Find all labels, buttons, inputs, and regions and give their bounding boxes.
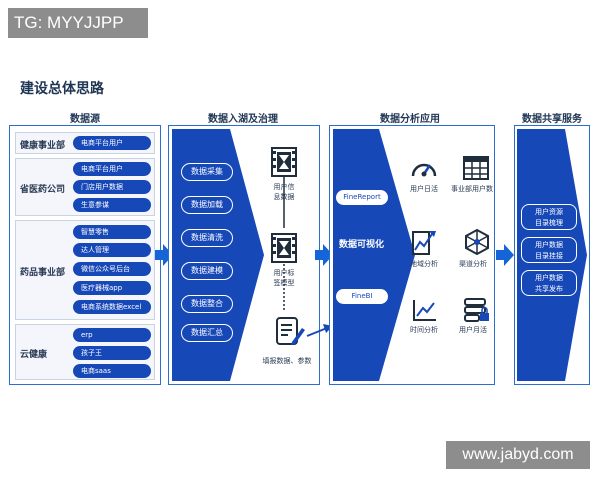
page-title: 建设总体思路 [20, 81, 104, 97]
source-group-label: 健康事业部 [20, 141, 66, 151]
watermark-top: TG: MYYJJPP [8, 8, 148, 38]
source-group-drug: 药品事业部 智慧零售 达人管理 微信公众号后台 医疗器械app 电商系统数据ex… [15, 220, 155, 320]
share-item: 用户数据 共享发布 [521, 270, 577, 296]
node-fill-data-label: 填报数据、参数 [262, 357, 312, 365]
source-group-label: 云健康 [20, 350, 48, 360]
section-title-ingest: 数据入湖及治理 [208, 114, 278, 125]
source-item: 电商系统数据excel [73, 300, 151, 314]
analysis-item-label: 用户月活 [459, 326, 487, 334]
source-item: 电商平台用户 [73, 136, 151, 150]
ingest-chevron [172, 129, 264, 381]
source-item: 智慧零售 [73, 225, 151, 239]
table-icon [463, 156, 489, 180]
analysis-item-label: 时间分析 [410, 326, 438, 334]
section-title-analysis: 数据分析应用 [380, 114, 440, 125]
flow-arrow-2 [315, 244, 333, 266]
watermark-bottom: www.jabyd.com [446, 441, 590, 469]
ingest-step: 数据加载 [181, 196, 233, 214]
source-item: 生意参谋 [73, 198, 151, 212]
source-item: 微信公众号后台 [73, 262, 151, 276]
map-chart-icon [412, 231, 436, 255]
source-item: 门店用户数据 [73, 180, 151, 194]
analysis-item-label: 事业部用户数 [451, 185, 493, 193]
ingest-step: 数据采集 [181, 163, 233, 181]
flow-arrow-3 [496, 244, 514, 266]
visualization-label: 数据可视化 [339, 240, 385, 250]
share-item: 用户数据 目录挂接 [521, 237, 577, 263]
trend-line-icon [413, 300, 436, 321]
section-title-source: 数据源 [70, 114, 100, 125]
tool-finebi: FineBI [336, 289, 388, 304]
section-title-share: 数据共享服务 [522, 114, 582, 125]
node-user-info-label: 用户信 息数据 [273, 183, 295, 201]
panel-share: 用户资源 目录梳理 用户数据 目录挂接 用户数据 共享发布 [514, 125, 590, 385]
ingest-step: 数据整合 [181, 295, 233, 313]
gauge-icon [411, 163, 437, 177]
analysis-item-label: 用户日活 [410, 185, 438, 193]
share-chevron [517, 129, 587, 381]
node-user-tag-label: 用户标 签模型 [273, 269, 295, 287]
panel-ingest: 数据采集 数据加载 数据清洗 数据建模 数据整合 数据汇总 用户信 息数据 用户… [168, 125, 333, 385]
analysis-item-label: 渠道分析 [459, 260, 487, 268]
analysis-chevron [333, 129, 415, 381]
source-group-provincial: 省医药公司 电商平台用户 门店用户数据 生意参谋 [15, 158, 155, 216]
source-item: 达人管理 [73, 243, 151, 257]
source-item: 电商平台用户 [73, 162, 151, 176]
user-info-film-icon [271, 147, 297, 311]
source-item: 医疗器械app [73, 281, 151, 295]
source-item: 电商saas [73, 364, 151, 378]
form-edit-icon [276, 317, 305, 345]
source-group-health: 健康事业部 电商平台用户 [15, 132, 155, 154]
source-item: erp [73, 328, 151, 342]
flow-arrow-1 [155, 244, 173, 266]
analysis-item-label: 地域分析 [410, 260, 438, 268]
ingest-step: 数据清洗 [181, 229, 233, 247]
ingest-step: 数据建模 [181, 262, 233, 280]
share-item: 用户资源 目录梳理 [521, 204, 577, 230]
source-group-cloud: 云健康 erp 孩子王 电商saas [15, 324, 155, 380]
source-item: 孩子王 [73, 346, 151, 360]
panel-data-source: 健康事业部 电商平台用户 省医药公司 电商平台用户 门店用户数据 生意参谋 药品… [9, 125, 161, 385]
source-group-label: 省医药公司 [20, 185, 66, 195]
panel-analysis: FineReport 数据可视化 FineBI 用户日活 事业部用户数 地域分析… [329, 125, 495, 385]
source-group-label: 药品事业部 [20, 268, 66, 278]
network-icon [465, 228, 489, 256]
ingest-step: 数据汇总 [181, 324, 233, 342]
users-lock-icon [464, 298, 489, 322]
tool-finereport: FineReport [336, 190, 388, 205]
